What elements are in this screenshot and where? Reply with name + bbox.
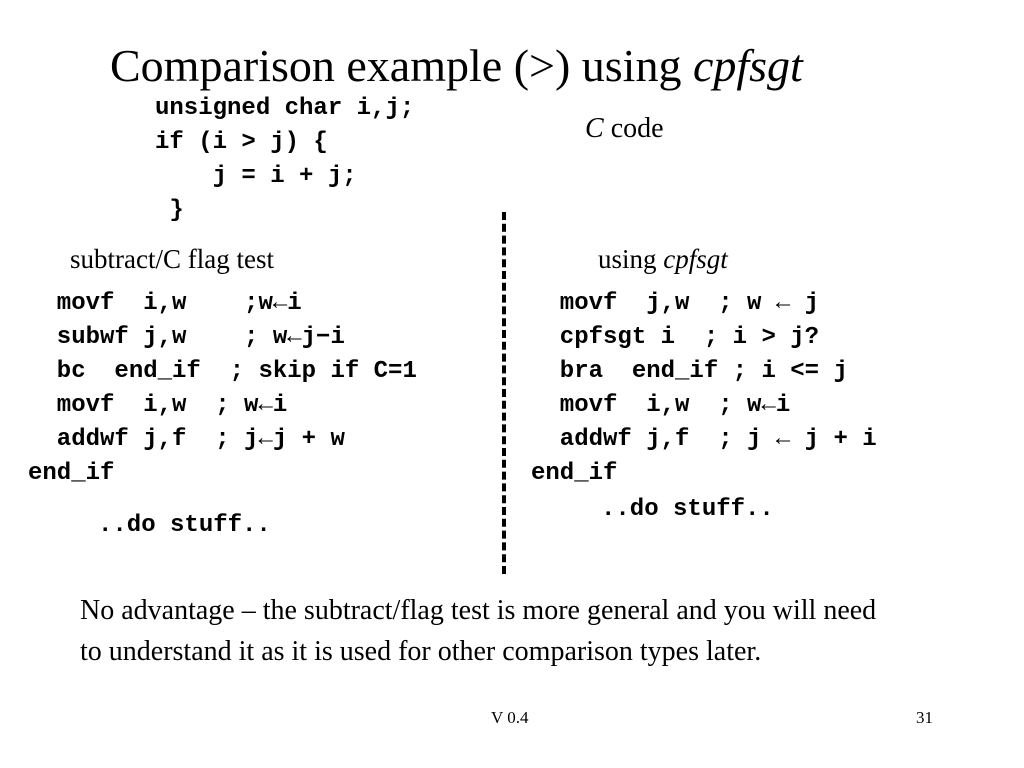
- c-code-label-emph: C: [585, 113, 604, 144]
- c-code-line: j = i + j;: [155, 163, 357, 190]
- c-code-line: }: [155, 197, 184, 224]
- version-label: V 0.4: [491, 708, 529, 727]
- left-assembly-block: movf i,w ;w←i subwf j,w ; w←j−i bc end_i…: [28, 287, 417, 491]
- asm-line: cpfsgt i ; i > j?: [531, 324, 820, 351]
- asm-line: addwf j,f ; j←j + w: [28, 426, 345, 453]
- asm-line: movf i,w ; w←i: [28, 392, 288, 419]
- right-column-heading: using cpfsgt: [598, 243, 728, 275]
- asm-label: end_if: [531, 460, 618, 487]
- c-code-label: C code: [585, 113, 664, 145]
- asm-line: movf i,w ;w←i: [28, 290, 302, 317]
- summary-text: No advantage – the subtract/flag test is…: [80, 595, 877, 667]
- right-assembly-block: movf j,w ; w ← j cpfsgt i ; i > j? bra e…: [531, 287, 877, 491]
- right-heading-emph: cpfsgt: [663, 244, 728, 274]
- asm-line: bc end_if ; skip if C=1: [28, 358, 417, 385]
- c-code-line: unsigned char i,j;: [155, 95, 415, 122]
- asm-label: end_if: [28, 460, 115, 487]
- right-do-stuff: ..do stuff..: [601, 496, 774, 523]
- asm-line: addwf j,f ; j ← j + i: [531, 426, 877, 453]
- page-number: 31: [916, 708, 933, 727]
- left-do-stuff: ..do stuff..: [98, 512, 271, 539]
- slide-title: Comparison example (>) using cpfsgt: [110, 38, 803, 94]
- c-code-label-text: code: [603, 113, 664, 144]
- asm-line: subwf j,w ; w←j−i: [28, 324, 345, 351]
- asm-line: movf i,w ; w←i: [531, 392, 791, 419]
- left-column-heading: subtract/C flag test: [70, 244, 274, 274]
- title-text: Comparison example (>) using: [110, 40, 693, 91]
- asm-line: movf j,w ; w ← j: [531, 290, 820, 317]
- c-code-line: if (i > j) {: [155, 129, 328, 156]
- title-emph: cpfsgt: [692, 40, 803, 91]
- c-code-block: unsigned char i,j; if (i > j) { j = i + j…: [155, 92, 414, 228]
- right-heading-text: using: [598, 244, 664, 274]
- asm-line: bra end_if ; i <= j: [531, 358, 848, 385]
- column-divider: [502, 212, 506, 574]
